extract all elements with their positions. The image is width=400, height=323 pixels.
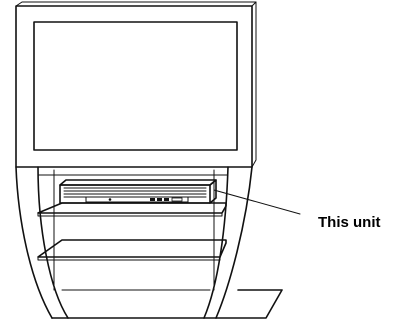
audio-unit	[59, 179, 217, 204]
callout-label: This unit	[318, 214, 381, 231]
callout-leader-line	[213, 189, 301, 215]
television	[15, 1, 257, 168]
unit-control-strip	[85, 196, 189, 203]
tv-stand	[15, 166, 283, 319]
unit-button	[171, 197, 183, 202]
upper-shelf	[37, 202, 227, 217]
unit-button	[150, 198, 155, 201]
tv-screen	[33, 21, 238, 151]
unit-front-grill	[63, 187, 207, 198]
unit-button	[164, 198, 169, 201]
unit-indicator	[108, 198, 112, 201]
unit-button	[157, 198, 162, 201]
lower-shelf	[37, 239, 227, 261]
